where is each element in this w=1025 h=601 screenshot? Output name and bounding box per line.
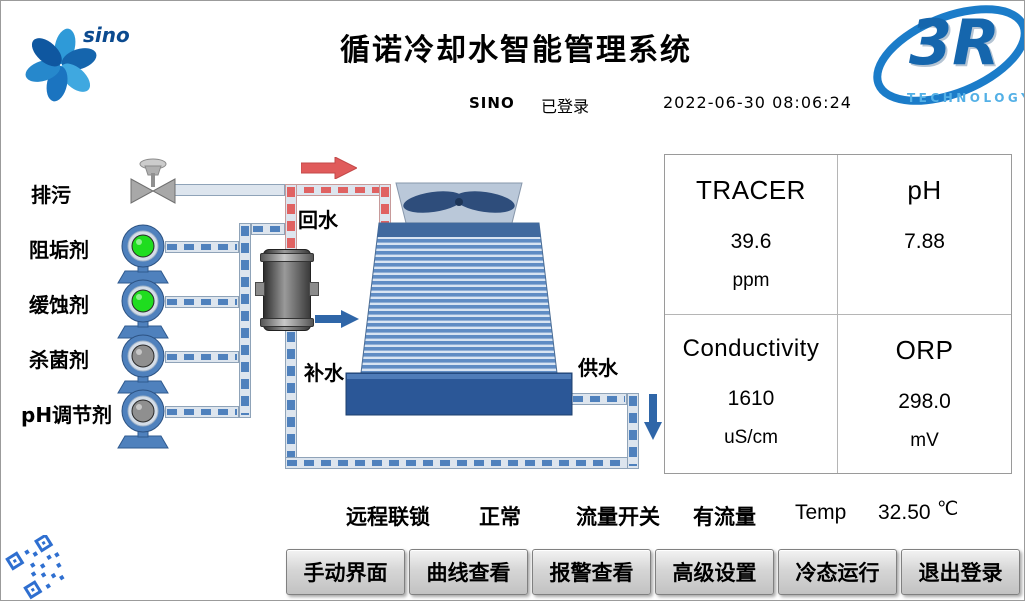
temp-value: 32.50 — [878, 501, 931, 524]
pipe-pump3-stub — [165, 351, 239, 363]
sino-pinwheel-icon — [25, 28, 97, 102]
label-ph-adjuster: pH调节剂 — [21, 403, 113, 427]
pipe-left-down — [285, 329, 297, 469]
pipe-right-down — [627, 393, 639, 469]
label-biocide: 杀菌剂 — [29, 348, 89, 372]
filter-port-right — [309, 282, 319, 296]
makeup-water-label: 补水 — [304, 361, 344, 385]
corrosion-inhibitor-pump-icon — [117, 279, 169, 339]
return-flow-arrow-icon — [301, 157, 357, 179]
3r-swoosh-icon — [873, 5, 1024, 105]
readings-panel: TRACER 39.6 ppm pH 7.88 Conductivity 161… — [664, 154, 1012, 474]
conductivity-name: Conductivity — [682, 335, 820, 362]
pipe-blowdown — [171, 184, 285, 196]
login-user: SINO — [469, 94, 515, 112]
pump-status-core — [131, 399, 155, 423]
conductivity-value: 1610 — [727, 387, 775, 410]
orp-name: ORP — [895, 335, 954, 365]
makeup-flow-arrow-icon — [315, 310, 359, 328]
pump-status-core — [131, 344, 155, 368]
temp-label: Temp — [795, 501, 847, 524]
biocide-pump-icon — [117, 334, 169, 394]
ph-adjuster-pump-icon — [117, 389, 169, 449]
pipe-dosing-tie-in — [251, 223, 285, 235]
pipe-return-left-vertical — [285, 184, 297, 254]
pipe-pump1-stub — [165, 241, 239, 253]
logout-button[interactable]: 退出登录 — [901, 549, 1020, 595]
side-stream-filter — [255, 249, 319, 331]
sino-logo-text: sino — [83, 23, 130, 47]
pipe-dosing-main — [239, 223, 251, 418]
3r-logo-text: 3R — [909, 6, 1000, 79]
tower-basin-rim — [347, 374, 571, 379]
cooling-tower — [345, 182, 573, 416]
cold-run-button[interactable]: 冷态运行 — [778, 549, 897, 595]
tracer-name: TRACER — [696, 175, 806, 205]
return-water-label: 回水 — [298, 208, 338, 232]
reading-tracer: TRACER 39.6 ppm — [665, 155, 838, 315]
login-status: 已登录 — [541, 97, 590, 116]
label-scale-inhibitor: 阻垢剂 — [29, 238, 89, 262]
qr-code-icon — [1, 535, 87, 600]
temp-unit: ℃ — [937, 499, 959, 520]
3r-logo: 3R TECHNOLOGY — [871, 3, 1025, 115]
advanced-settings-button[interactable]: 高级设置 — [655, 549, 774, 595]
label-blowdown: 排污 — [31, 183, 71, 207]
pipe-bottom-run — [285, 457, 639, 469]
manual-screen-button[interactable]: 手动界面 — [286, 549, 405, 595]
fan-icon — [403, 191, 515, 213]
alarm-view-button[interactable]: 报警查看 — [532, 549, 651, 595]
ph-name: pH — [907, 175, 942, 205]
supply-water-label: 供水 — [578, 356, 618, 380]
tracer-unit: ppm — [732, 270, 770, 291]
pipe-pump2-stub — [165, 296, 239, 308]
tower-basin — [345, 372, 573, 416]
tower-body — [360, 222, 558, 374]
flow-switch-label: 流量开关 — [576, 505, 660, 529]
3r-logo-subtext: TECHNOLOGY — [907, 91, 1025, 105]
tower-top-band — [377, 223, 541, 237]
blowdown-valve-icon — [130, 158, 176, 204]
tracer-value: 39.6 — [730, 230, 772, 253]
reading-ph: pH 7.88 — [838, 155, 1011, 315]
flow-switch-value: 有流量 — [693, 505, 756, 529]
sino-logo: sino — [17, 9, 147, 105]
curve-view-button[interactable]: 曲线查看 — [409, 549, 528, 595]
conductivity-unit: uS/cm — [724, 427, 778, 448]
orp-unit: mV — [910, 430, 939, 451]
filter-port-left — [255, 282, 265, 296]
reading-conductivity: Conductivity 1610 uS/cm — [665, 315, 838, 473]
scale-inhibitor-pump-icon — [117, 224, 169, 284]
supply-flow-arrow-icon — [644, 394, 662, 440]
reading-orp: ORP 298.0 mV — [838, 315, 1011, 473]
pump-status-core — [131, 234, 155, 258]
orp-value: 298.0 — [898, 390, 951, 413]
pipe-pump4-stub — [165, 406, 239, 418]
label-corrosion-inhibitor: 缓蚀剂 — [29, 293, 89, 317]
datetime: 2022-06-30 08:06:24 — [663, 93, 852, 112]
pump-status-core — [131, 289, 155, 313]
interlock-label: 远程联锁 — [346, 505, 430, 529]
interlock-value: 正常 — [479, 505, 521, 529]
ph-value: 7.88 — [904, 230, 945, 253]
page-title: 循诺冷却水智能管理系统 — [340, 33, 692, 68]
